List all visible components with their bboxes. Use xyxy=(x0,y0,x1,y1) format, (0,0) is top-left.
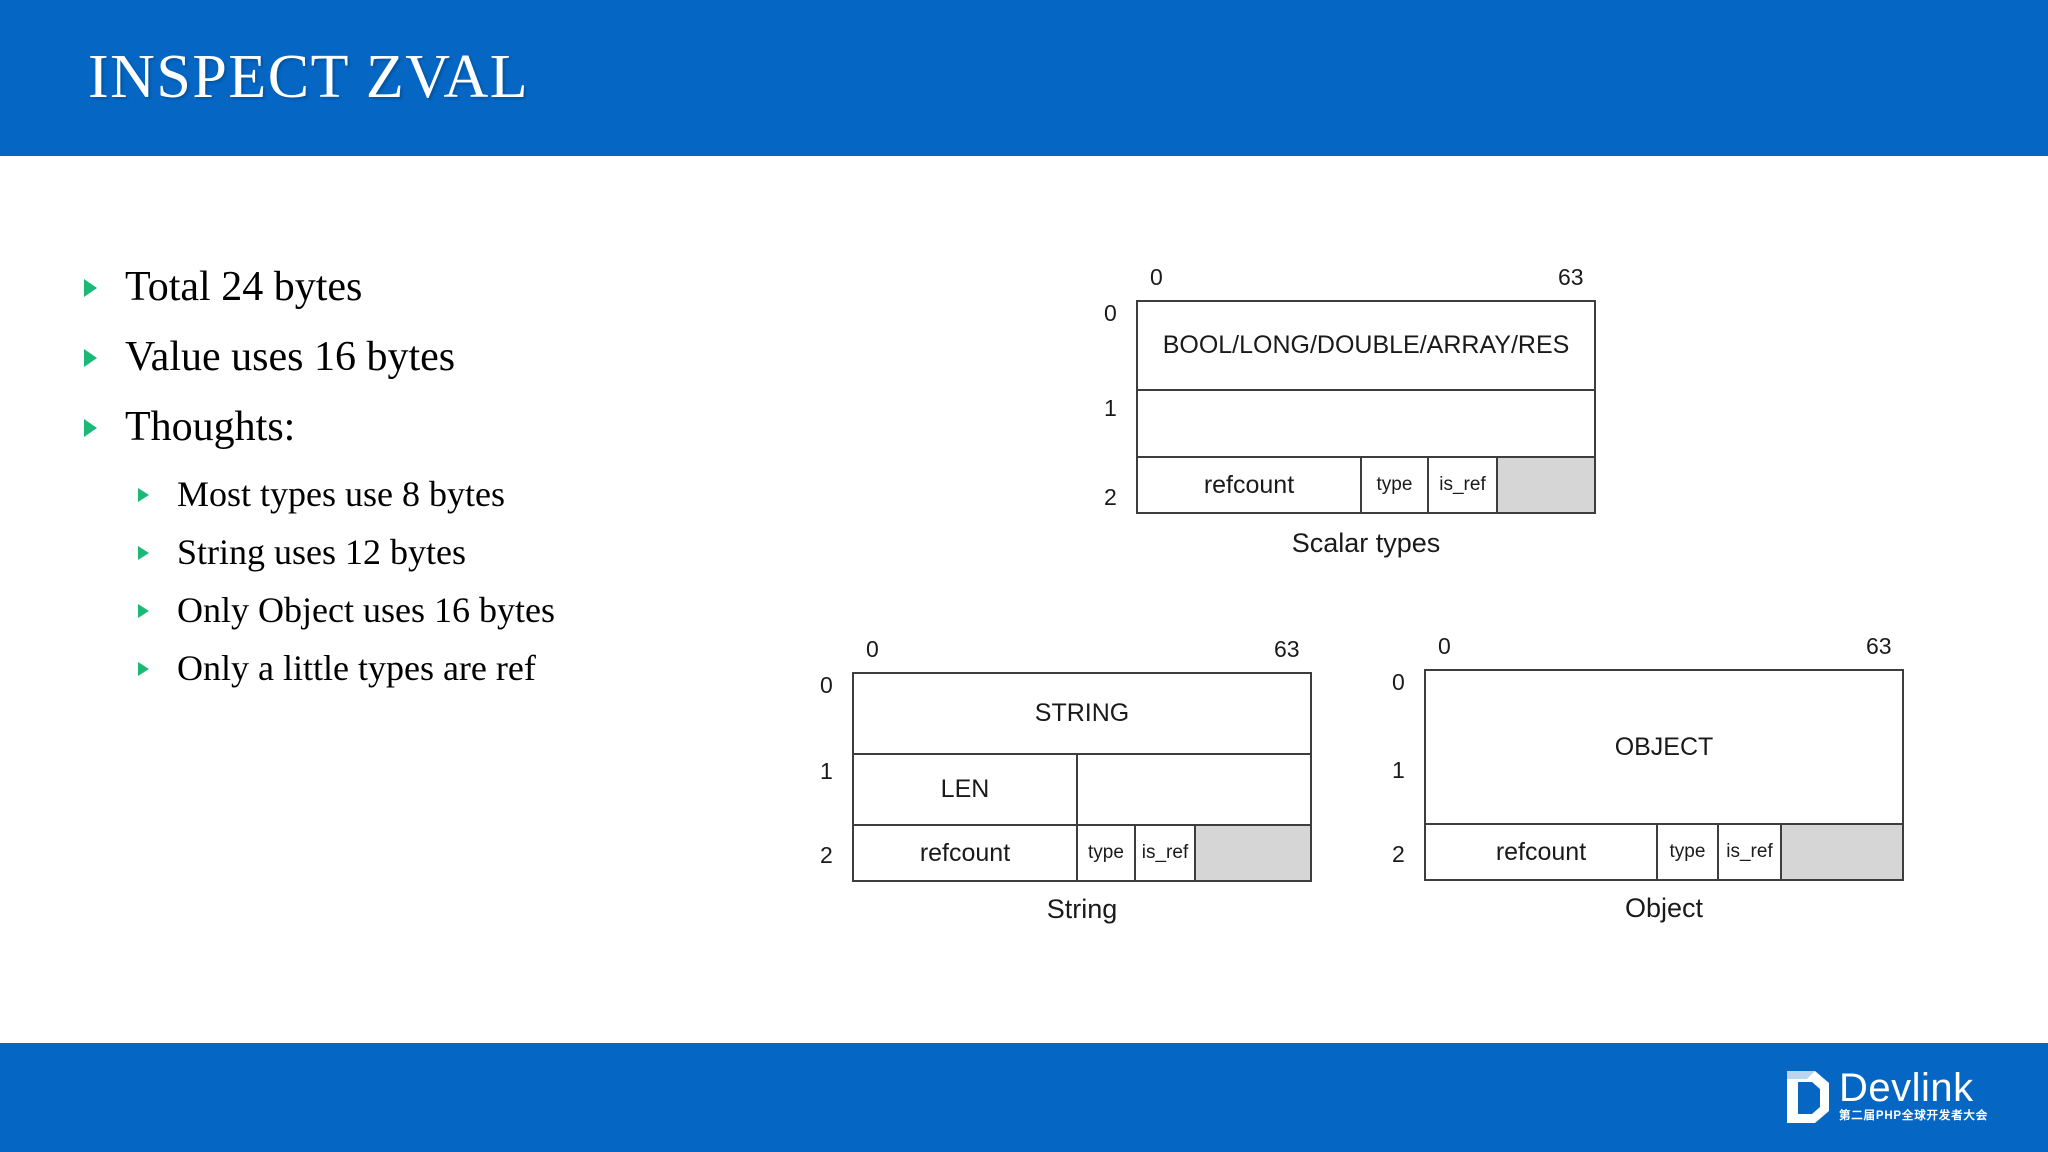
scalar-refcount-cell: refcount xyxy=(1138,458,1362,512)
scalar-bit-end-label: 63 xyxy=(1558,264,1584,290)
string-refcount-cell: refcount xyxy=(854,826,1078,880)
scalar-caption: Scalar types xyxy=(1291,528,1441,558)
list-item-label: Only Object uses 16 bytes xyxy=(177,590,555,630)
list-item-label: Most types use 8 bytes xyxy=(177,474,505,514)
triangle-bullet-icon xyxy=(84,419,97,437)
scalar-bit-start-label: 0 xyxy=(1150,264,1163,290)
string-diagram: 0 63 0 1 2 STRING LEN refcount type is_r… xyxy=(820,636,1312,924)
scalar-row-label-1: 1 xyxy=(1104,395,1117,421)
string-reserved-cell xyxy=(1196,826,1310,880)
string-grid: STRING LEN refcount type is_ref xyxy=(852,672,1312,882)
scalar-empty-cell xyxy=(1138,391,1594,458)
list-item: String uses 12 bytes xyxy=(84,530,844,574)
object-row-label-1: 1 xyxy=(1392,757,1405,783)
list-item-label: Thoughts: xyxy=(125,404,296,450)
list-item: Total 24 bytes xyxy=(84,262,844,312)
devlink-logo-text: Devlink 第二届PHP全球开发者大会 xyxy=(1839,1068,1988,1123)
triangle-bullet-icon xyxy=(138,604,149,618)
object-refcount-cell: refcount xyxy=(1426,825,1658,879)
list-item-label: String uses 12 bytes xyxy=(177,532,467,572)
string-row-label-1: 1 xyxy=(820,758,833,784)
object-type-cell: type xyxy=(1658,825,1719,879)
string-row-label-2: 2 xyxy=(820,842,833,868)
object-bit-start-label: 0 xyxy=(1438,633,1451,659)
string-bit-start-label: 0 xyxy=(866,636,879,662)
list-item: Value uses 16 bytes xyxy=(84,332,844,382)
triangle-bullet-icon xyxy=(138,488,149,502)
list-item-label: Only a little types are ref xyxy=(177,648,536,688)
scalar-row-label-0: 0 xyxy=(1104,300,1117,326)
string-isref-cell: is_ref xyxy=(1136,826,1196,880)
triangle-bullet-icon xyxy=(138,546,149,560)
scalar-reserved-cell xyxy=(1498,458,1594,512)
triangle-bullet-icon xyxy=(84,279,97,297)
object-row-label-0: 0 xyxy=(1392,669,1405,695)
string-type-cell: type xyxy=(1078,826,1136,880)
object-diagram: 0 63 0 1 2 OBJECT refcount type is_ref O… xyxy=(1392,633,1904,923)
object-row-label-2: 2 xyxy=(1392,841,1405,867)
devlink-logo: Devlink 第二届PHP全球开发者大会 xyxy=(1785,1068,1988,1125)
string-bit-end-label: 63 xyxy=(1274,636,1300,662)
string-caption: String xyxy=(1046,894,1118,924)
header-band xyxy=(0,0,2048,156)
object-bit-end-label: 63 xyxy=(1866,633,1892,659)
triangle-bullet-icon xyxy=(138,662,149,676)
scalar-types-diagram: 0 63 0 1 2 BOOL/LONG/DOUBLE/ARRAY/RES re… xyxy=(1104,264,1596,558)
list-item-label: Value uses 16 bytes xyxy=(125,334,456,380)
list-item: Only Object uses 16 bytes xyxy=(84,588,844,632)
list-item: Only a little types are ref xyxy=(84,646,844,690)
devlink-subtitle: 第二届PHP全球开发者大会 xyxy=(1838,1110,1988,1122)
object-value-cell: OBJECT xyxy=(1426,671,1902,825)
object-isref-cell: is_ref xyxy=(1719,825,1782,879)
string-row-label-0: 0 xyxy=(820,672,833,698)
object-reserved-cell xyxy=(1782,825,1902,879)
list-item: Most types use 8 bytes xyxy=(84,472,844,516)
devlink-wordmark: Devlink xyxy=(1838,1066,1974,1110)
devlink-d-mark-icon xyxy=(1785,1069,1831,1125)
scalar-type-cell: type xyxy=(1362,458,1429,512)
object-grid: OBJECT refcount type is_ref xyxy=(1424,669,1904,881)
list-item: Thoughts: xyxy=(84,402,844,452)
scalar-isref-cell: is_ref xyxy=(1429,458,1498,512)
scalar-value-cell: BOOL/LONG/DOUBLE/ARRAY/RES xyxy=(1138,302,1594,391)
list-item-label: Total 24 bytes xyxy=(125,264,363,310)
bullet-list: Total 24 bytes Value uses 16 bytes Thoug… xyxy=(84,262,844,704)
scalar-grid: BOOL/LONG/DOUBLE/ARRAY/RES refcount type… xyxy=(1136,300,1596,514)
footer-band xyxy=(0,1043,2048,1152)
string-value-cell: STRING xyxy=(854,674,1310,755)
scalar-row-label-2: 2 xyxy=(1104,484,1117,510)
page-title: INSPECT ZVAL xyxy=(88,43,530,111)
string-len-pad-cell xyxy=(1078,755,1310,826)
string-len-cell: LEN xyxy=(854,755,1078,826)
triangle-bullet-icon xyxy=(84,349,97,367)
object-caption: Object xyxy=(1624,893,1704,923)
